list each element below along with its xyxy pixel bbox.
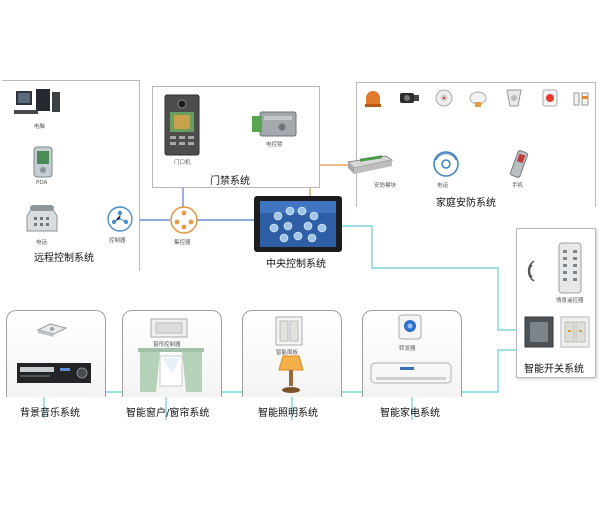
air-conditioner-icon [370, 362, 452, 386]
computer-icon [14, 88, 64, 120]
router-label: 控制器 [109, 238, 126, 244]
motion-sensor-icon [505, 88, 523, 108]
security-phone-label: 电话 [437, 183, 449, 189]
smoke-detector-icon [434, 88, 454, 108]
curtain-controller-icon [150, 318, 188, 338]
alarm-siren-icon [364, 90, 382, 108]
subsystem-bus [43, 349, 516, 418]
emergency-button-icon [541, 88, 559, 108]
central-touch-panel [254, 196, 342, 252]
lighting-system-title: 智能照明系统 [258, 408, 318, 419]
mobile-phone-icon [508, 150, 530, 178]
scene-remote-label: 情景遥控器 [556, 298, 584, 304]
speaker-device-icon [36, 322, 68, 338]
door-station-icon [164, 94, 200, 156]
pda-icon [32, 146, 54, 178]
curtain-controller-label: 窗帘控制器 [153, 342, 181, 348]
mobile-phone-label: 手机 [512, 183, 524, 189]
smart-panel-switch-1 [524, 316, 554, 348]
home-security-title: 家庭安防系统 [436, 198, 496, 209]
remote-control-title: 远程控制系统 [34, 253, 94, 264]
security-module-label: 安防模块 [374, 183, 397, 189]
pda-label: PDA [36, 180, 48, 186]
ir-repeater-icon [398, 314, 422, 340]
phone-icon [24, 204, 60, 234]
appliance-system-title: 智能家电系统 [380, 408, 440, 419]
security-module-icon [346, 154, 394, 176]
scene-remote-icon [557, 242, 583, 294]
router-icon [107, 206, 133, 232]
central-switch-link [340, 225, 516, 331]
access-control-title: 门禁系统 [210, 176, 250, 187]
smart-panel-switch-2 [560, 316, 590, 348]
wireless-signal-icon [520, 258, 536, 284]
central-control-title: 中央控制系统 [266, 259, 326, 270]
smart-switch-title: 智能开关系统 [524, 364, 584, 375]
phone-label: 电话 [36, 240, 48, 246]
table-lamp-icon [278, 354, 304, 394]
door-station-label: 门口机 [174, 160, 191, 166]
hub-icon [170, 206, 198, 234]
door-sensor-icon [572, 90, 590, 108]
camera-icon [398, 90, 420, 108]
hub-label: 集控器 [174, 240, 191, 246]
electric-lock-icon [250, 110, 298, 138]
smart-panel-label: 智能面板 [276, 350, 299, 356]
electric-lock-label: 电控锁 [266, 142, 283, 148]
curtain-system-title: 智能窗户/窗帘系统 [126, 408, 210, 419]
security-phone-icon [432, 150, 460, 178]
gas-detector-icon [468, 90, 488, 108]
smart-panel-icon [275, 316, 303, 346]
music-player-icon [16, 360, 92, 386]
computer-label: 电脑 [34, 124, 46, 130]
ir-repeater-label: 转发器 [399, 346, 416, 352]
curtain-window-icon [138, 348, 204, 392]
music-system-title: 背景音乐系统 [20, 408, 80, 419]
smart-switch-panel [516, 228, 596, 378]
